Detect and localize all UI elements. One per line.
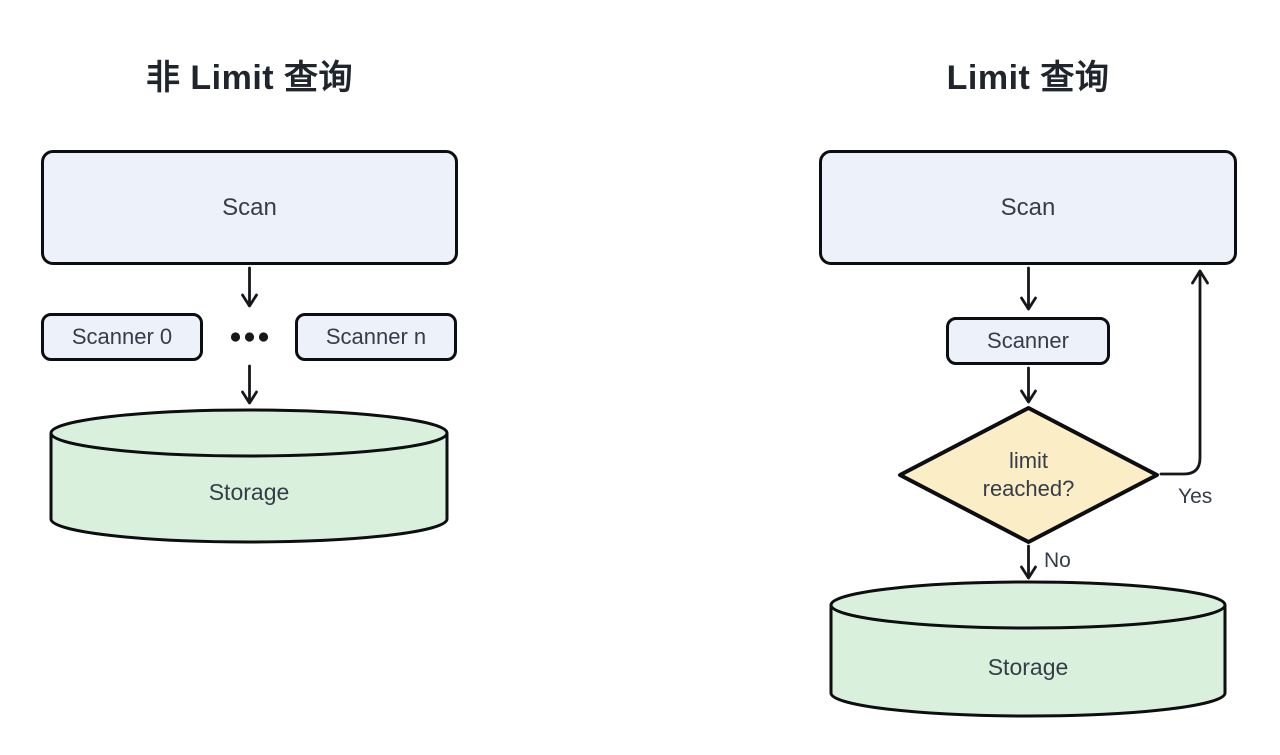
right-scanner-to-decision-arrow bbox=[1020, 366, 1037, 404]
scanner-0-label: Scanner 0 bbox=[71, 324, 173, 349]
left-scan-to-scanners-arrow bbox=[241, 266, 258, 308]
left-diagram-title: 非 Limit 查询 bbox=[145, 59, 354, 97]
right-scan-to-scanner-arrow bbox=[1020, 266, 1037, 311]
left-storage-label: Storage bbox=[208, 479, 290, 505]
left-storage-cylinder bbox=[49, 408, 449, 544]
left-scan-label: Scan bbox=[222, 193, 277, 221]
no-edge-label: No bbox=[1044, 549, 1071, 572]
limit-reached-label-line2: reached? bbox=[982, 476, 1075, 501]
right-scan-label: Scan bbox=[1000, 193, 1056, 221]
right-storage-label: Storage bbox=[987, 654, 1069, 680]
limit-reached-decision-diamond bbox=[898, 406, 1159, 544]
scanner-label: Scanner bbox=[987, 328, 1069, 353]
right-scan-node: Scan bbox=[819, 150, 1237, 265]
scanner-n-node: Scanner n bbox=[295, 313, 457, 361]
yes-edge-label: Yes bbox=[1178, 485, 1213, 508]
left-scan-node: Scan bbox=[41, 150, 458, 265]
left-scanners-to-storage-arrow bbox=[241, 364, 258, 405]
right-diagram-title: Limit 查询 bbox=[946, 59, 1110, 97]
scanner-0-node: Scanner 0 bbox=[41, 313, 203, 361]
scanner-n-label: Scanner n bbox=[325, 324, 427, 349]
scanner-node: Scanner bbox=[946, 317, 1110, 365]
ellipsis-dots bbox=[230, 332, 269, 342]
limit-reached-label-line1: limit bbox=[1008, 448, 1049, 473]
yes-loop-arrow bbox=[1159, 269, 1209, 476]
limit-reached-label: limit reached? bbox=[948, 447, 1109, 503]
no-arrow bbox=[1020, 544, 1037, 580]
right-storage-cylinder bbox=[829, 580, 1227, 718]
